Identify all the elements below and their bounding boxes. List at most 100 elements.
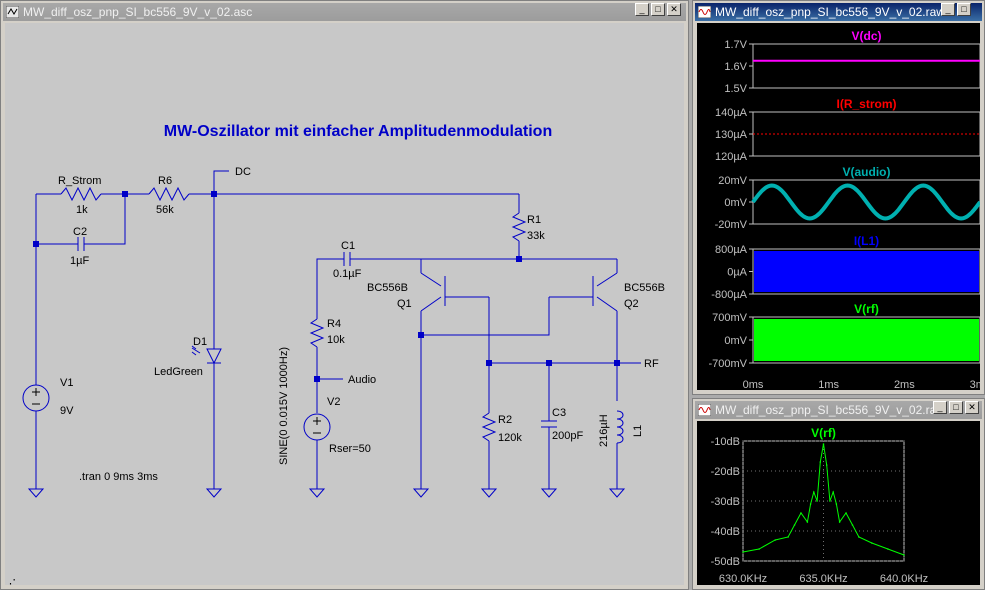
label-r-strom-val: 1k: [76, 204, 88, 216]
pane-tick-label: 20mV: [718, 175, 747, 187]
label-dc: DC: [235, 166, 251, 178]
fft-maximize-button[interactable]: □: [949, 401, 963, 414]
label-sine: SINE(0 0.015V 1000Hz): [278, 347, 290, 465]
fft-point: [800, 512, 802, 514]
label-v2-val: Rser=50: [329, 443, 371, 455]
label-c1: C1: [341, 240, 355, 252]
label-bc-right: BC556B: [624, 282, 665, 294]
pane-tick-label: 1.6V: [724, 61, 747, 73]
fft-title: MW_diff_osz_pnp_SI_bc556_9V_v_02.raw: [715, 403, 945, 417]
waveform-maximize-button[interactable]: □: [957, 3, 971, 16]
pane-frame: [752, 43, 980, 89]
pane-trace-label: I(L1): [854, 234, 879, 248]
fft-titlebar[interactable]: MW_diff_osz_pnp_SI_bc556_9V_v_02.raw: [695, 401, 982, 419]
label-v2: V2: [327, 396, 340, 408]
pane-tick-label: 120µA: [715, 151, 748, 163]
minimize-button[interactable]: _: [635, 3, 649, 16]
trace-vrf: [754, 319, 979, 361]
fft-point: [813, 491, 815, 493]
fft-y-tick: -50dB: [711, 556, 740, 568]
label-r2: R2: [498, 414, 512, 426]
pane-tick-label: 0mV: [724, 335, 747, 347]
waveform-titlebar[interactable]: MW_diff_osz_pnp_SI_bc556_9V_v_02.raw: [695, 3, 982, 21]
schematic-window[interactable]: MW_diff_osz_pnp_SI_bc556_9V_v_02.asc _ □…: [0, 0, 689, 590]
close-button[interactable]: ✕: [667, 3, 681, 16]
fft-point: [758, 548, 760, 550]
fft-point: [825, 464, 828, 466]
fft-point: [829, 500, 831, 502]
fft-point: [822, 443, 825, 445]
waveform-minimize-button[interactable]: _: [941, 3, 955, 16]
label-l1: L1: [632, 425, 644, 437]
fft-x-tick: 630.0KHz: [719, 573, 767, 585]
label-l1-val: 216µH: [598, 414, 610, 447]
fft-point: [887, 548, 889, 550]
label-r6-val: 56k: [156, 204, 174, 216]
schematic-title: MW_diff_osz_pnp_SI_bc556_9V_v_02.asc: [23, 5, 253, 19]
schematic-icon: [6, 6, 19, 18]
fft-point: [845, 512, 847, 514]
maximize-button[interactable]: □: [651, 3, 665, 16]
label-c1-val: 0.1µF: [333, 268, 362, 280]
pane-tick-label: -20mV: [715, 219, 748, 231]
fft-point: [809, 503, 812, 505]
fft-point: [851, 524, 854, 526]
fft-close-button[interactable]: ✕: [965, 401, 979, 414]
fft-x-tick: 635.0KHz: [799, 573, 847, 585]
label-v1: V1: [60, 377, 73, 389]
label-q2: Q2: [624, 298, 639, 310]
schematic-drawing: MW-Oszillator mit einfacher Amplitudenmo…: [5, 123, 665, 585]
schematic-heading: MW-Oszillator mit einfacher Amplitudenmo…: [164, 123, 552, 140]
label-c3-val: 200pF: [552, 430, 583, 442]
waveform-window[interactable]: MW_diff_osz_pnp_SI_bc556_9V_v_02.raw _ □…: [692, 0, 985, 395]
label-bc-left: BC556B: [367, 282, 408, 294]
label-r1-val: 33k: [527, 230, 545, 242]
fft-y-tick: -20dB: [711, 466, 740, 478]
fft-canvas[interactable]: -10dB -20dB -30dB -40dB -50dB 630.0KHz 635.0KH…: [697, 421, 980, 585]
fft-window[interactable]: MW_diff_osz_pnp_SI_bc556_9V_v_02.raw _ □…: [692, 398, 985, 590]
fft-y-tick: -30dB: [711, 496, 740, 508]
fft-point: [793, 524, 796, 526]
fft-minimize-button[interactable]: _: [933, 401, 947, 414]
pane-tick-label: -800µA: [711, 289, 747, 301]
fft-point: [832, 491, 834, 493]
trace-il1: [754, 251, 979, 292]
pane-tick-label: -700mV: [708, 358, 747, 370]
x-tick-label: 0ms: [743, 379, 764, 390]
fft-point: [742, 551, 744, 553]
waveform-pane: V(dc)1.7V1.6V1.5V: [724, 29, 980, 95]
fft-point: [806, 521, 809, 523]
label-c2-val: 1µF: [70, 255, 89, 267]
waveform-title: MW_diff_osz_pnp_SI_bc556_9V_v_02.raw: [715, 5, 945, 19]
fft-plot: -10dB -20dB -30dB -40dB -50dB 630.0KHz 635.0KH…: [711, 426, 929, 585]
pane-trace-label: I(R_strom): [836, 97, 896, 111]
fft-x-tick: 640.0KHz: [880, 573, 928, 585]
label-d1-val: LedGreen: [154, 366, 203, 378]
x-tick-label: 2ms: [894, 379, 915, 390]
schematic-titlebar[interactable]: MW_diff_osz_pnp_SI_bc556_9V_v_02.asc: [3, 3, 686, 21]
fft-point: [903, 554, 905, 556]
fft-icon: [698, 404, 711, 416]
fft-point: [858, 536, 860, 538]
fft-point: [774, 539, 776, 541]
trace-vaudio: [751, 183, 980, 221]
schematic-canvas[interactable]: MW-Oszillator mit einfacher Amplitudenmo…: [5, 23, 684, 585]
fft-trace-label: V(rf): [811, 426, 836, 440]
x-tick-label: 1ms: [818, 379, 839, 390]
pane-trace-label: V(rf): [854, 302, 879, 316]
waveform-plot: V(dc)1.7V1.6V1.5VI(R_strom)140µA130µA120…: [708, 29, 980, 390]
pane-tick-label: 1.5V: [724, 83, 747, 95]
fft-point: [838, 521, 841, 523]
pane-tick-label: 0mV: [724, 197, 747, 209]
pane-tick-label: 1.7V: [724, 39, 747, 51]
fft-point: [835, 503, 838, 505]
label-r6: R6: [158, 175, 172, 187]
fft-y-tick: -10dB: [711, 436, 740, 448]
label-r2-val: 120k: [498, 432, 522, 444]
fft-y-tick: -40dB: [711, 526, 740, 538]
fft-point: [816, 500, 818, 502]
fft-point: [787, 536, 789, 538]
